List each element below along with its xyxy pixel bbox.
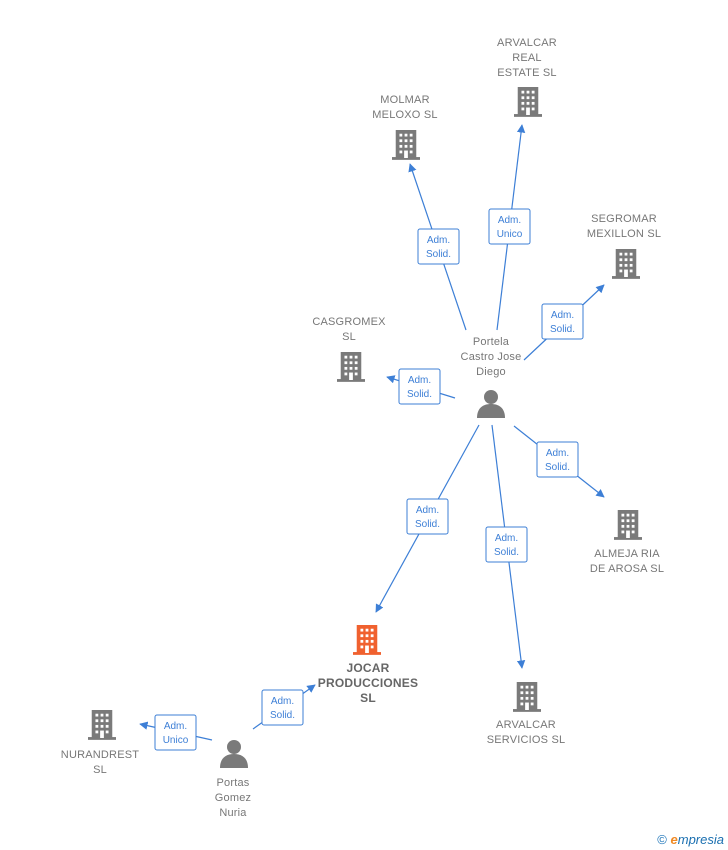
node-label-line: REAL [512, 52, 542, 64]
edge-label-text: Adm. [271, 696, 294, 707]
edge-label-text: Solid. [426, 249, 451, 260]
node-label-line: SL [342, 331, 356, 343]
edge-label-box[interactable] [541, 303, 584, 340]
brand-initial: e [670, 832, 678, 847]
copyright-symbol: © [657, 832, 667, 847]
node-label-line: Nuria [219, 807, 247, 819]
node-arvalcar-serv[interactable]: ARVALCAR SERVICIOS SL [487, 682, 566, 746]
node-label-line: Castro Jose [461, 351, 522, 363]
node-label-line: NURANDREST [61, 749, 139, 761]
edge-label-text: Adm. [498, 215, 521, 226]
node-label-line: ESTATE SL [497, 67, 556, 79]
edge-label-text: Unico [163, 735, 189, 746]
node-label-line: JOCAR [346, 661, 389, 675]
node-label-line: Portas [217, 777, 250, 789]
edge-label-box[interactable] [261, 689, 304, 726]
edge-label-box[interactable] [398, 368, 441, 405]
edge-label-box[interactable] [154, 714, 197, 751]
empresia-watermark: © empresia [657, 832, 724, 847]
nodes-layer: ARVALCAR REAL ESTATE SL MOLMAR MELOXO SL SEGR… [61, 37, 664, 819]
building-icon [614, 510, 642, 540]
node-label-line: MELOXO SL [372, 109, 437, 121]
node-arvalcar-real[interactable]: ARVALCAR REAL ESTATE SL [497, 37, 557, 117]
node-segromar[interactable]: SEGROMAR MEXILLON SL [587, 213, 661, 279]
edge-label-text: Solid. [415, 519, 440, 530]
edge-label-text: Solid. [407, 389, 432, 400]
edge-portela-molmar: Adm. Solid. [408, 163, 467, 331]
node-nurandrest[interactable]: NURANDREST SL [61, 710, 139, 776]
edge-portela-almeja: Adm. Solid. [513, 425, 605, 498]
brand-name: mpresia [677, 832, 724, 847]
node-label-line: MOLMAR [380, 94, 429, 106]
edge-label-box[interactable] [417, 228, 460, 265]
node-label-line: ALMEJA RIA [594, 548, 660, 560]
edge-label-text: Adm. [546, 448, 569, 459]
edge-label-text: Solid. [545, 462, 570, 473]
building-icon [612, 249, 640, 279]
building-icon [353, 625, 381, 655]
edge-label-text: Adm. [408, 375, 431, 386]
node-almeja[interactable]: ALMEJA RIA DE AROSA SL [590, 510, 664, 575]
edge-label-box[interactable] [406, 498, 449, 535]
edge-portela-arvalcar-serv: Adm. Solid. [485, 424, 528, 669]
building-icon [337, 352, 365, 382]
node-label-line: SEGROMAR [591, 213, 657, 225]
edge-portela-casgromex: Adm. Solid. [386, 368, 456, 405]
node-label-line: Portela [473, 336, 510, 348]
node-label-line: ARVALCAR [496, 719, 556, 731]
edge-portas-nurandrest: Adm. Unico [139, 714, 213, 751]
building-icon [392, 130, 420, 160]
node-label-line: ARVALCAR [497, 37, 557, 49]
edge-portela-jocar: Adm. Solid. [375, 424, 480, 613]
edge-portela-arvalcar-real: Adm. Unico [488, 124, 531, 331]
edge-label-text: Adm. [551, 310, 574, 321]
node-label-line: Diego [476, 366, 506, 378]
edges-layer: Adm.Solid.Adm.UnicoAdm.Solid.Adm.Solid.A… [139, 124, 605, 751]
node-label-line: SL [360, 691, 376, 705]
edge-portela-segromar: Adm. Solid. [523, 284, 605, 361]
edge-label-box[interactable] [485, 526, 528, 563]
edge-label-text: Solid. [270, 710, 295, 721]
node-label-line: Gomez [215, 792, 251, 804]
building-icon [514, 87, 542, 117]
edge-label-text: Adm. [416, 505, 439, 516]
node-label-line: MEXILLON SL [587, 228, 661, 240]
node-casgromex[interactable]: CASGROMEX SL [312, 316, 386, 382]
node-label-line: DE AROSA SL [590, 563, 664, 575]
person-icon [477, 390, 505, 418]
node-molmar[interactable]: MOLMAR MELOXO SL [372, 94, 437, 160]
building-icon [88, 710, 116, 740]
edge-label-text: Unico [497, 229, 523, 240]
edge-label-text: Adm. [495, 533, 518, 544]
building-icon [513, 682, 541, 712]
edge-label-text: Solid. [550, 324, 575, 335]
person-icon [220, 740, 248, 768]
edge-label-box[interactable] [488, 208, 531, 245]
node-label-line: CASGROMEX [312, 316, 386, 328]
edge-label-text: Adm. [164, 721, 187, 732]
node-label-line: SERVICIOS SL [487, 734, 566, 746]
edge-portas-jocar: Adm. Solid. [252, 684, 316, 730]
node-label-line: PRODUCCIONES [318, 676, 418, 690]
edge-label-box[interactable] [536, 441, 579, 478]
edge-label-text: Adm. [427, 235, 450, 246]
node-label-line: SL [93, 764, 107, 776]
edge-label-text: Solid. [494, 547, 519, 558]
